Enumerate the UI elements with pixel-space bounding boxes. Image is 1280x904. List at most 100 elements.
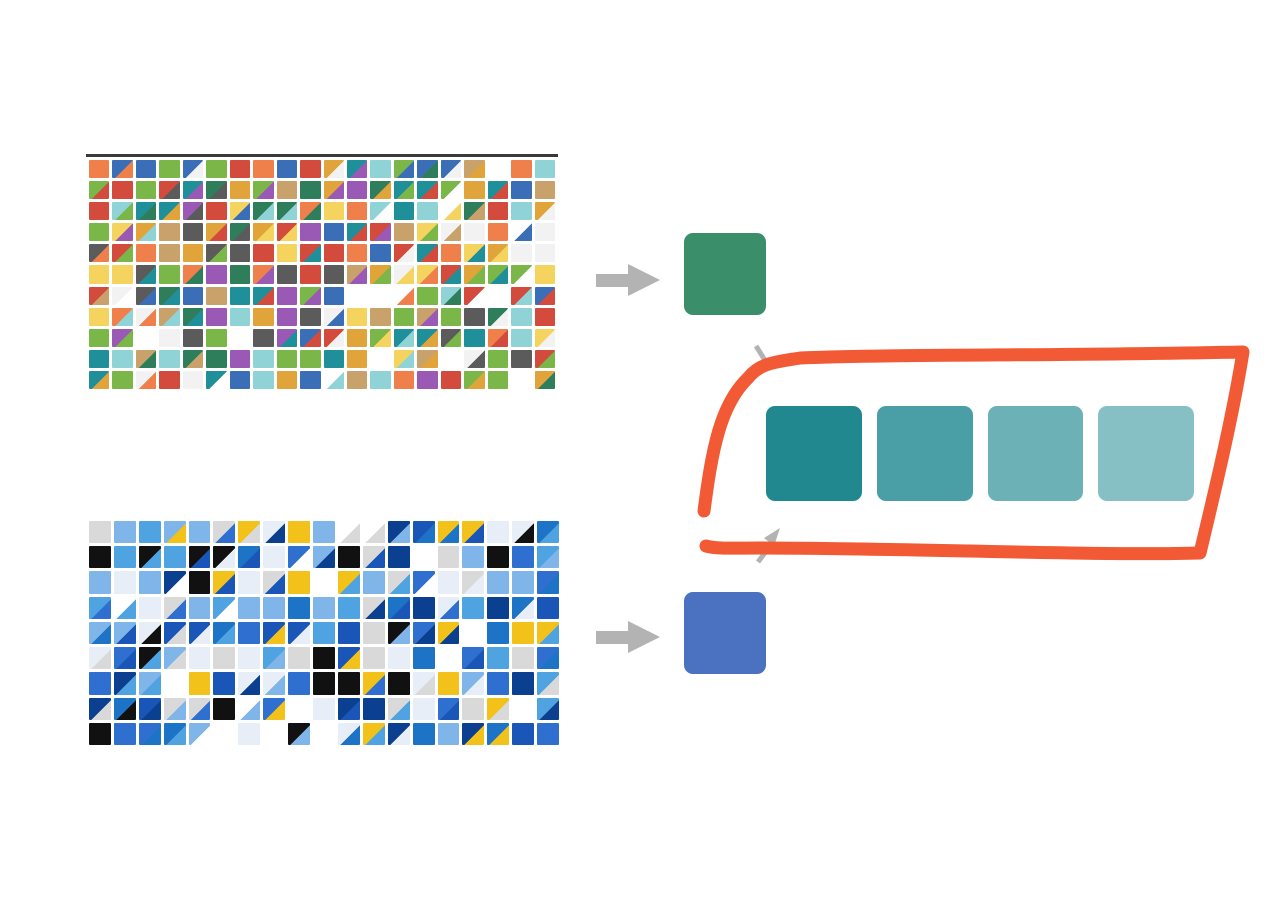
thumbnail <box>370 307 391 326</box>
thumbnail <box>387 546 410 569</box>
thumbnail <box>213 521 236 544</box>
thumbnail <box>337 621 360 645</box>
thumbnail <box>112 160 133 179</box>
thumbnail <box>188 647 211 670</box>
thumbnail <box>113 596 136 619</box>
thumbnail <box>238 697 261 720</box>
thumbnail <box>370 265 391 284</box>
thumbnail <box>253 181 274 200</box>
thumbnail <box>135 202 157 221</box>
thumbnail <box>313 697 335 720</box>
thumbnail <box>163 571 186 594</box>
thumbnail <box>417 328 438 347</box>
thumbnail <box>112 244 133 263</box>
thumbnail <box>112 265 133 284</box>
thumbnail <box>229 286 251 305</box>
thumbnail <box>370 370 391 389</box>
thumbnail <box>487 307 509 326</box>
thumbnail <box>89 571 111 594</box>
thumbnail <box>288 722 311 745</box>
thumbnail <box>323 181 344 200</box>
thumbnail <box>534 202 555 221</box>
thumbnail <box>182 181 204 200</box>
thumbnail <box>276 328 298 347</box>
thumbnail <box>89 546 111 569</box>
thumbnail <box>417 202 438 221</box>
thumbnail <box>417 286 438 305</box>
thumbnail <box>487 370 509 389</box>
thumbnail <box>182 328 204 347</box>
thumbnail <box>534 244 555 263</box>
thumbnail <box>534 349 555 368</box>
thumbnail <box>229 349 251 368</box>
thumbnail <box>135 286 157 305</box>
thumbnail <box>238 596 261 619</box>
thumbnail <box>511 181 532 200</box>
thumbnail <box>537 647 559 670</box>
thumbnail <box>112 307 133 326</box>
thumbnail <box>188 546 211 569</box>
thumbnail <box>89 265 110 284</box>
thumbnail <box>462 672 485 695</box>
thumbnail <box>113 521 136 544</box>
thumbnail <box>138 647 161 670</box>
thumbnail <box>387 571 410 594</box>
thumbnail <box>229 328 251 347</box>
highlight-loop <box>697 345 1250 561</box>
thumbnail <box>464 328 485 347</box>
thumbnail <box>313 672 335 695</box>
thumbnail <box>440 223 462 242</box>
thumbnail <box>263 521 286 544</box>
thumbnail <box>487 647 510 670</box>
thumbnail <box>229 223 251 242</box>
thumbnail <box>112 370 133 389</box>
thumbnail <box>387 697 410 720</box>
thumbnail <box>113 647 136 670</box>
thumbnail <box>412 697 435 720</box>
thumbnail <box>300 349 321 368</box>
thumbnail <box>276 244 298 263</box>
thumbnail <box>462 697 485 720</box>
thumbnail <box>370 160 391 179</box>
thumbnail <box>511 202 532 221</box>
thumbnail <box>213 621 236 645</box>
thumbnail <box>135 370 157 389</box>
thumbnail <box>159 223 180 242</box>
thumbnail <box>89 647 111 670</box>
thumbnail <box>182 265 204 284</box>
thumbnail <box>238 722 261 745</box>
thumbnail <box>113 672 136 695</box>
thumbnail <box>89 621 111 645</box>
thumbnail <box>276 223 298 242</box>
thumbnail <box>300 202 321 221</box>
thumbnail <box>112 328 133 347</box>
thumbnail <box>487 722 510 745</box>
thumbnail <box>464 181 485 200</box>
thumbnail <box>206 349 227 368</box>
thumbnail <box>440 286 462 305</box>
thumbnail <box>323 286 344 305</box>
thumbnail <box>417 370 438 389</box>
thumbnail <box>462 546 485 569</box>
thumbnail <box>138 672 161 695</box>
thumbnail <box>487 286 509 305</box>
thumbnail <box>511 286 532 305</box>
thumbnail <box>206 328 227 347</box>
thumbnail <box>346 265 368 284</box>
thumbnail <box>276 265 298 284</box>
thumbnail <box>182 202 204 221</box>
thumbnail <box>370 244 391 263</box>
thumbnail <box>159 307 180 326</box>
thumbnail <box>163 596 186 619</box>
thumbnail <box>362 621 385 645</box>
thumbnail <box>370 202 391 221</box>
thumbnail <box>393 349 415 368</box>
thumbnail <box>253 244 274 263</box>
thumbnail <box>238 621 261 645</box>
thumbnail <box>464 307 485 326</box>
thumbnail <box>362 596 385 619</box>
thumbnail <box>462 621 485 645</box>
thumbnail <box>487 349 509 368</box>
thumbnail <box>417 160 438 179</box>
thumbnail <box>313 546 335 569</box>
